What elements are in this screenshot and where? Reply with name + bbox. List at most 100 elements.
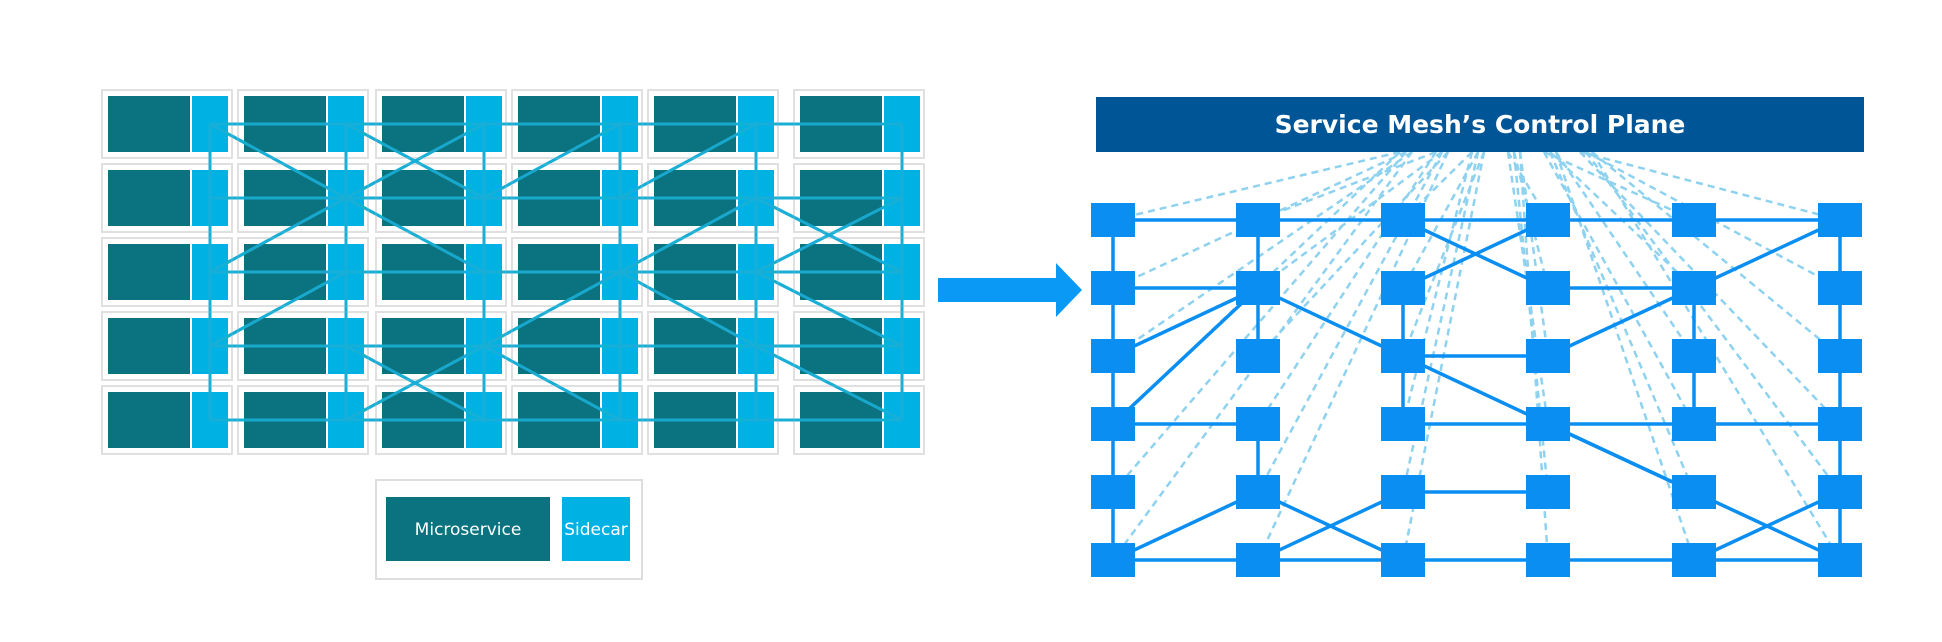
mesh-node	[1526, 475, 1570, 509]
microservice-box	[108, 318, 190, 374]
legend-microservice-swatch	[386, 497, 550, 561]
microservice-box	[108, 244, 190, 300]
mesh-node	[1672, 271, 1716, 305]
mesh-node	[1526, 543, 1570, 577]
control-plane-link	[1590, 151, 1842, 561]
legend: Microservice Sidecar	[375, 479, 643, 580]
mesh-node	[1672, 475, 1716, 509]
mesh-node	[1818, 339, 1862, 373]
sidecar-link-overlay	[619, 270, 757, 348]
mesh-node	[1091, 203, 1135, 237]
mesh-node	[1381, 203, 1425, 237]
sidecar-link-overlay	[345, 196, 485, 274]
control-plane-link	[1257, 150, 1437, 222]
mesh-link	[1547, 422, 1695, 494]
mesh-node	[1381, 407, 1425, 441]
legend-microservice-label: Microservice	[415, 520, 522, 540]
sidecar-link-overlay	[619, 196, 757, 274]
mesh-node-connections	[1111, 218, 1842, 562]
control-plane-link	[1543, 150, 1695, 222]
microservice-grid-panel	[101, 89, 925, 455]
mesh-node	[1091, 407, 1135, 441]
mesh-link	[1547, 286, 1695, 358]
transition-arrow	[938, 263, 1082, 317]
sidecar-link-overlay	[345, 344, 485, 422]
mesh-node	[1672, 339, 1716, 373]
mesh-link	[1402, 354, 1549, 426]
mesh-node	[1526, 339, 1570, 373]
sidecar-link-overlay	[483, 344, 621, 422]
mesh-node	[1091, 339, 1135, 373]
mesh-node	[1672, 203, 1716, 237]
legend-sidecar-swatch	[562, 497, 630, 561]
mesh-node	[1236, 203, 1280, 237]
control-plane-link	[1591, 151, 1841, 357]
mesh-node	[1818, 407, 1862, 441]
mesh-node	[1236, 543, 1280, 577]
control-plane-link	[1579, 150, 1841, 222]
control-plane-link	[1518, 151, 1550, 357]
mesh-link	[1111, 286, 1260, 426]
control-plane-link	[1401, 151, 1486, 357]
microservice-pod	[101, 89, 233, 159]
control-plane-link	[1257, 151, 1449, 357]
sidecar-link-overlay	[755, 270, 903, 348]
sidecar-link-overlay	[755, 344, 903, 422]
mesh-node	[1236, 407, 1280, 441]
arrow-head	[1056, 263, 1082, 317]
mesh-node	[1091, 271, 1135, 305]
mesh-node	[1526, 407, 1570, 441]
mesh-node	[1526, 271, 1570, 305]
control-plane-link	[1112, 151, 1407, 493]
mesh-node	[1091, 475, 1135, 509]
sidecar-link-overlay	[483, 122, 621, 200]
microservice-box	[108, 96, 190, 152]
mesh-node	[1381, 475, 1425, 509]
control-plane-link	[1554, 151, 1696, 357]
mesh-node	[1381, 271, 1425, 305]
mesh-node	[1236, 475, 1280, 509]
mesh-link	[1693, 490, 1841, 562]
mesh-node	[1381, 543, 1425, 577]
arrow-shaft	[938, 278, 1060, 302]
mesh-node	[1236, 271, 1280, 305]
control-plane-link	[1112, 150, 1401, 222]
microservice-cells	[101, 89, 925, 455]
mesh-node	[1236, 339, 1280, 373]
mesh-node	[1091, 543, 1135, 577]
sidecar-link-overlay	[345, 122, 485, 200]
microservice-box	[108, 170, 190, 226]
control-plane-link	[1579, 151, 1841, 425]
mesh-node	[1526, 203, 1570, 237]
microservice-pod	[101, 311, 233, 381]
control-plane-link	[1584, 151, 1842, 493]
mesh-link	[1257, 490, 1404, 562]
mesh-node	[1818, 271, 1862, 305]
control-plane-link	[1112, 150, 1413, 358]
mesh-link	[1257, 286, 1404, 358]
sidecar-link-overlay	[619, 122, 757, 200]
control-plane-bar	[1096, 97, 1864, 152]
mesh-link	[1112, 490, 1259, 562]
service-mesh-panel: Service Mesh’s Control Plane	[1091, 97, 1864, 577]
mesh-link	[1112, 286, 1259, 358]
sidecar-link-overlay	[209, 122, 347, 200]
control-plane-link	[1256, 151, 1438, 425]
mesh-node	[1818, 203, 1862, 237]
control-plane-link	[1401, 151, 1474, 425]
mesh-node	[1818, 475, 1862, 509]
mesh-nodes	[1091, 203, 1862, 577]
mesh-node	[1672, 543, 1716, 577]
mesh-link	[1693, 218, 1841, 290]
mesh-node	[1381, 339, 1425, 373]
sidecar-link-overlay	[483, 270, 621, 348]
sidecar-link-overlay	[209, 196, 347, 274]
control-plane-link	[1402, 151, 1473, 221]
microservice-box	[108, 392, 190, 448]
sidecar-link-overlay	[209, 270, 347, 348]
sidecar-link-overlay	[755, 196, 903, 274]
mesh-node	[1818, 543, 1862, 577]
mesh-link	[1402, 218, 1549, 290]
control-plane-title: Service Mesh’s Control Plane	[1275, 110, 1686, 139]
